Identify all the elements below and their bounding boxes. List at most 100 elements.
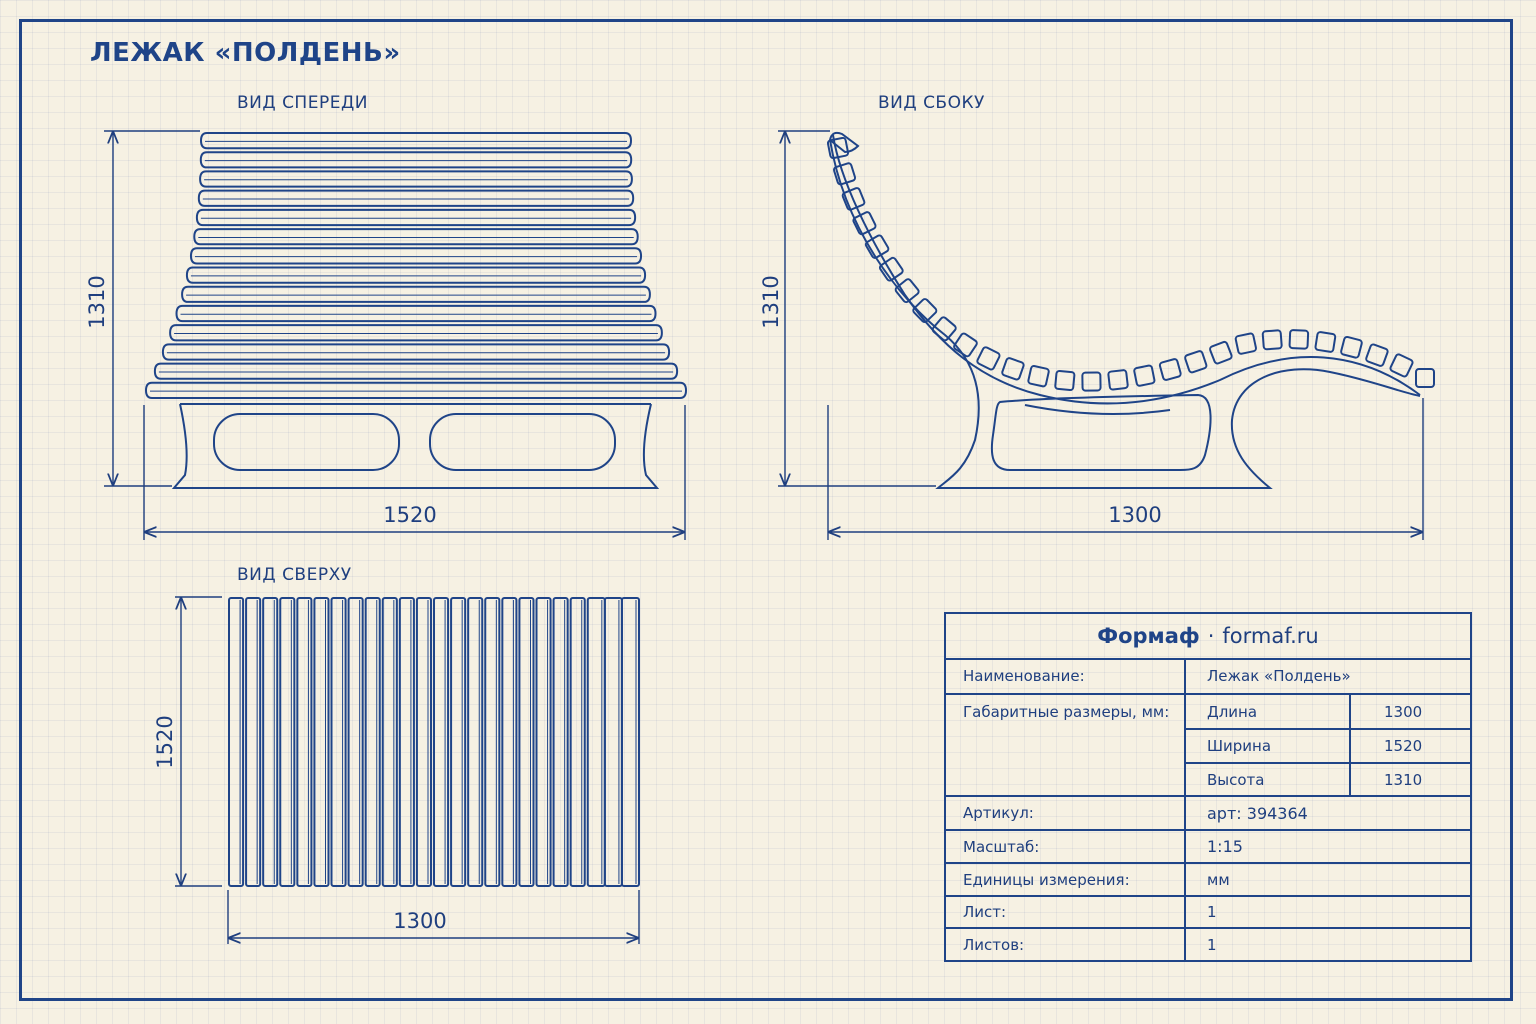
side-slat [912,298,938,324]
tb-name-label: Наименование: [963,666,1085,685]
front-slat [161,343,671,361]
drawing-frame [19,19,1513,1001]
side-slat [976,346,1001,371]
top-slat [552,597,569,887]
tb-width-value: 1520 [1384,737,1423,755]
front-height-dim-text: 1310 [85,275,109,328]
front-slat [199,151,633,169]
side-slat [1001,357,1025,381]
side-slat [833,162,857,186]
tb-units-label: Единицы измерения: [963,870,1130,889]
top-slat [415,597,432,887]
top-view [228,597,641,887]
front-slat [181,285,651,303]
side-slat [1133,364,1156,387]
tb-row-line [1184,728,1470,730]
side-slat [1184,350,1208,374]
front-view-label: ВИД СПЕРЕДИ [237,93,368,113]
tb-sheet-value: 1 [1207,903,1217,921]
tb-height-value: 1310 [1384,770,1423,789]
front-slat [169,324,663,342]
top-view-label: ВИД СВЕРХУ [237,565,352,585]
side-slat [1261,329,1283,351]
side-slat [931,316,957,342]
front-slat [199,170,633,188]
side-view-label: ВИД СБОКУ [878,93,985,113]
top-slat [347,597,364,887]
tb-length-value: 1300 [1384,702,1423,721]
brand-site: formaf.ru [1222,624,1319,648]
top-slat [228,597,245,887]
tb-row-line [1184,762,1470,764]
title-block-header: Формаф · formaf.ru [946,614,1470,660]
side-slat [852,211,877,236]
tb-row-line [946,895,1470,897]
top-slat [620,597,641,887]
side-dimensions [778,130,1424,540]
top-slat [364,597,381,887]
top-slat [467,597,484,887]
top-slat [535,597,552,887]
top-width-dim-text: 1520 [153,715,177,768]
front-width-dim-text: 1520 [383,503,436,527]
top-slat [569,597,586,887]
tb-units-value: мм [1207,870,1230,889]
tb-scale-label: Масштаб: [963,837,1040,856]
side-slat [864,234,890,259]
side-slat [953,332,978,358]
side-frame-inner [1024,404,1171,415]
side-slat [1288,329,1310,350]
front-slats [144,132,688,399]
side-slat [841,187,866,211]
front-slat [193,228,639,246]
side-slat [1340,335,1363,359]
side-slat [1209,340,1233,365]
brand-separator: · [1207,624,1215,648]
brand-name: Формаф [1097,624,1200,648]
tb-height-label: Высота [1207,770,1265,789]
front-slat [144,381,688,399]
side-length-dim-text: 1300 [1108,503,1161,527]
front-slat [189,247,643,265]
side-slat [1054,369,1076,392]
top-slat [279,597,296,887]
top-slat [330,597,347,887]
front-view [144,132,688,489]
front-slat [195,208,637,227]
side-view [826,131,1435,489]
top-slats [228,597,641,887]
front-base-opening-right [429,413,616,471]
title-block: Формаф · formaf.ru Наименование: Лежак «… [944,612,1472,962]
side-frame-outer [829,139,1421,489]
top-slat [398,597,415,887]
tb-scale-value: 1:15 [1207,837,1243,856]
top-slat [381,597,398,887]
side-frame-opening [990,393,1212,471]
side-height-dim-text: 1310 [759,275,783,328]
side-slat [1081,371,1102,392]
side-slat [1027,365,1050,388]
tb-row-line [946,862,1470,864]
front-base-opening-left [213,413,400,471]
tb-row-line [946,795,1470,797]
front-base [171,403,660,489]
top-slat [501,597,518,887]
tb-sheet-label: Лист: [963,903,1007,921]
side-slat [1365,343,1389,367]
front-slat [197,189,635,207]
top-length-dim-text: 1300 [393,909,446,933]
top-slat [433,597,450,887]
tb-row-line [946,927,1470,929]
top-slat [245,597,262,887]
side-slat [1234,332,1257,355]
top-slat [296,597,313,887]
side-headrest [828,131,860,154]
side-slat [1158,358,1182,381]
tb-row-line [946,829,1470,831]
side-slat [894,278,920,304]
front-slat [175,304,657,323]
top-slat [313,597,330,887]
top-slat [262,597,279,887]
tb-article-label: Артикул: [963,804,1034,822]
